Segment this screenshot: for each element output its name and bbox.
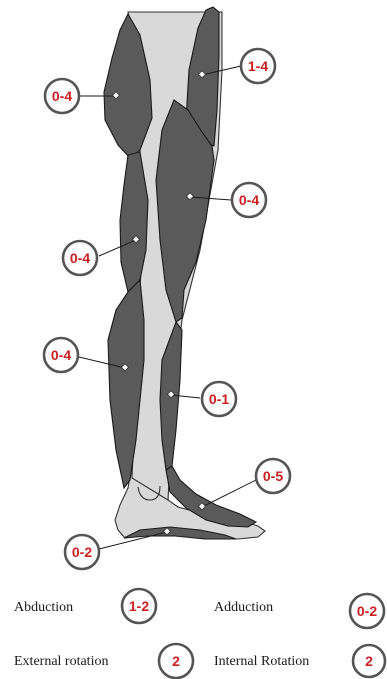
badge-label: 0-4 [70, 250, 90, 266]
badge-label: 0-4 [51, 347, 71, 363]
legend-label: Adduction [214, 600, 273, 615]
badge-label: 0-5 [263, 468, 283, 484]
badge-sole: 0-2 [65, 535, 99, 569]
badge-ankle-top: 0-5 [256, 459, 290, 493]
legend-label: Internal Rotation [214, 654, 309, 669]
legend-value: 1-2 [129, 598, 149, 614]
badge-label: 0-4 [239, 192, 259, 208]
leg-illustration [104, 7, 265, 539]
badge-label: 1-4 [248, 58, 268, 74]
badge-calf: 0-4 [44, 338, 78, 372]
legend-value: 2 [365, 653, 373, 669]
legend-label: External rotation [14, 654, 108, 669]
badge-shin: 0-1 [202, 382, 236, 416]
badge-label: 0-4 [52, 88, 72, 104]
badge-label: 0-1 [209, 391, 229, 407]
badge-hip: 0-4 [45, 79, 79, 113]
badge-thigh-front-upper: 1-4 [241, 49, 275, 83]
leader-ankle-top [202, 480, 256, 507]
badge-thigh-back: 0-4 [63, 241, 97, 275]
badge-thigh-front: 0-4 [232, 183, 266, 217]
legend-item-external-rotation: External rotation 2 [14, 644, 193, 678]
legend: Abduction 1-2 Adduction 0-2 External rot… [14, 589, 385, 678]
legend-item-internal-rotation: Internal Rotation 2 [214, 645, 385, 677]
badge-label: 0-2 [72, 544, 92, 560]
legend-item-adduction: Adduction 0-2 [214, 594, 384, 628]
legend-value: 2 [172, 653, 180, 669]
legend-label: Abduction [14, 600, 73, 615]
legend-item-abduction: Abduction 1-2 [14, 589, 156, 623]
legend-value: 0-2 [357, 603, 377, 619]
